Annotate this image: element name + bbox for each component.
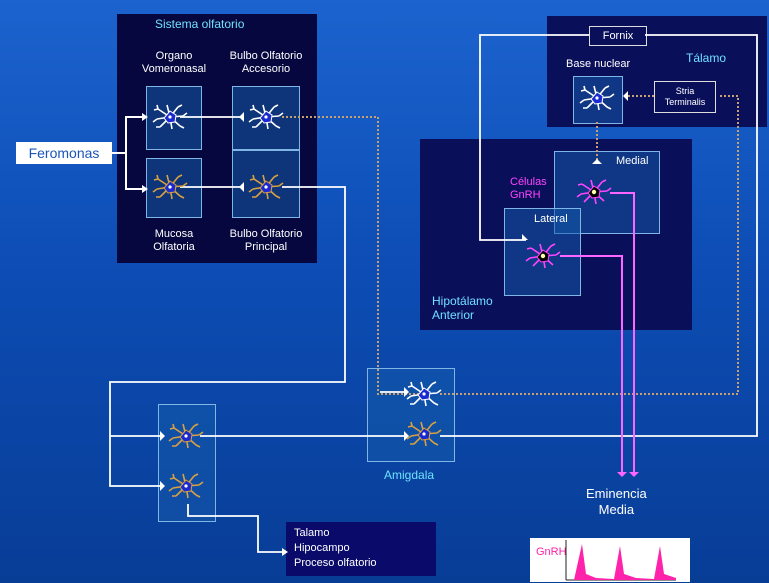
pheromones-label: Feromonas <box>16 142 112 164</box>
relay-box <box>158 404 216 522</box>
vomeronasal-label: Organo Vomeronasal <box>141 50 207 75</box>
main-bulb-label: Bulbo Olfatorio Principal <box>229 228 303 253</box>
lateral-gnrh-neuron <box>525 243 561 269</box>
olfactory-system-title: Sistema olfatorio <box>155 17 245 31</box>
amygdala-neuron-1 <box>406 381 442 407</box>
accessory-bulb-neuron <box>248 104 284 130</box>
hypothalamus-title: Hipotálamo Anterior <box>432 294 493 322</box>
medial-gnrh-neuron <box>576 179 612 205</box>
relay-neuron-2 <box>168 473 204 499</box>
base-nuclear-label: Base nuclear <box>566 58 631 70</box>
outputs-box: Talamo Hipocampo Proceso olfatorio <box>286 522 436 576</box>
relay-neuron-1 <box>168 423 204 449</box>
main-bulb-neuron <box>248 174 284 200</box>
amygdala-neuron-2 <box>406 421 442 447</box>
gnrh-cells-label: Células GnRH <box>510 176 547 201</box>
mucosa-label: Mucosa Olfatoria <box>153 228 195 253</box>
thalamus-title: Tálamo <box>686 51 727 65</box>
base-nuclear-neuron <box>579 85 615 111</box>
gnrh-pulse-chart: GnRH <box>530 538 690 582</box>
median-eminence-label: Eminencia Media <box>586 486 647 517</box>
amygdala-label: Amigdala <box>384 468 435 482</box>
output-hippocampus: Hipocampo <box>294 542 350 554</box>
vomeronasal-box <box>146 86 202 150</box>
gnrh-pulse-curve <box>565 540 676 581</box>
accessory-bulb-label: Bulbo Olfatorio Accesorio <box>229 50 303 75</box>
lateral-label: Lateral <box>534 213 568 225</box>
gnrh-chart-label: GnRH <box>536 546 567 558</box>
stria-terminalis-label: Stria Terminalis <box>654 81 716 113</box>
output-thalamus: Talamo <box>294 527 330 539</box>
medial-label: Medial <box>616 155 649 167</box>
output-olfactory-process: Proceso olfatorio <box>294 557 377 569</box>
fornix-label: Fornix <box>589 26 647 46</box>
